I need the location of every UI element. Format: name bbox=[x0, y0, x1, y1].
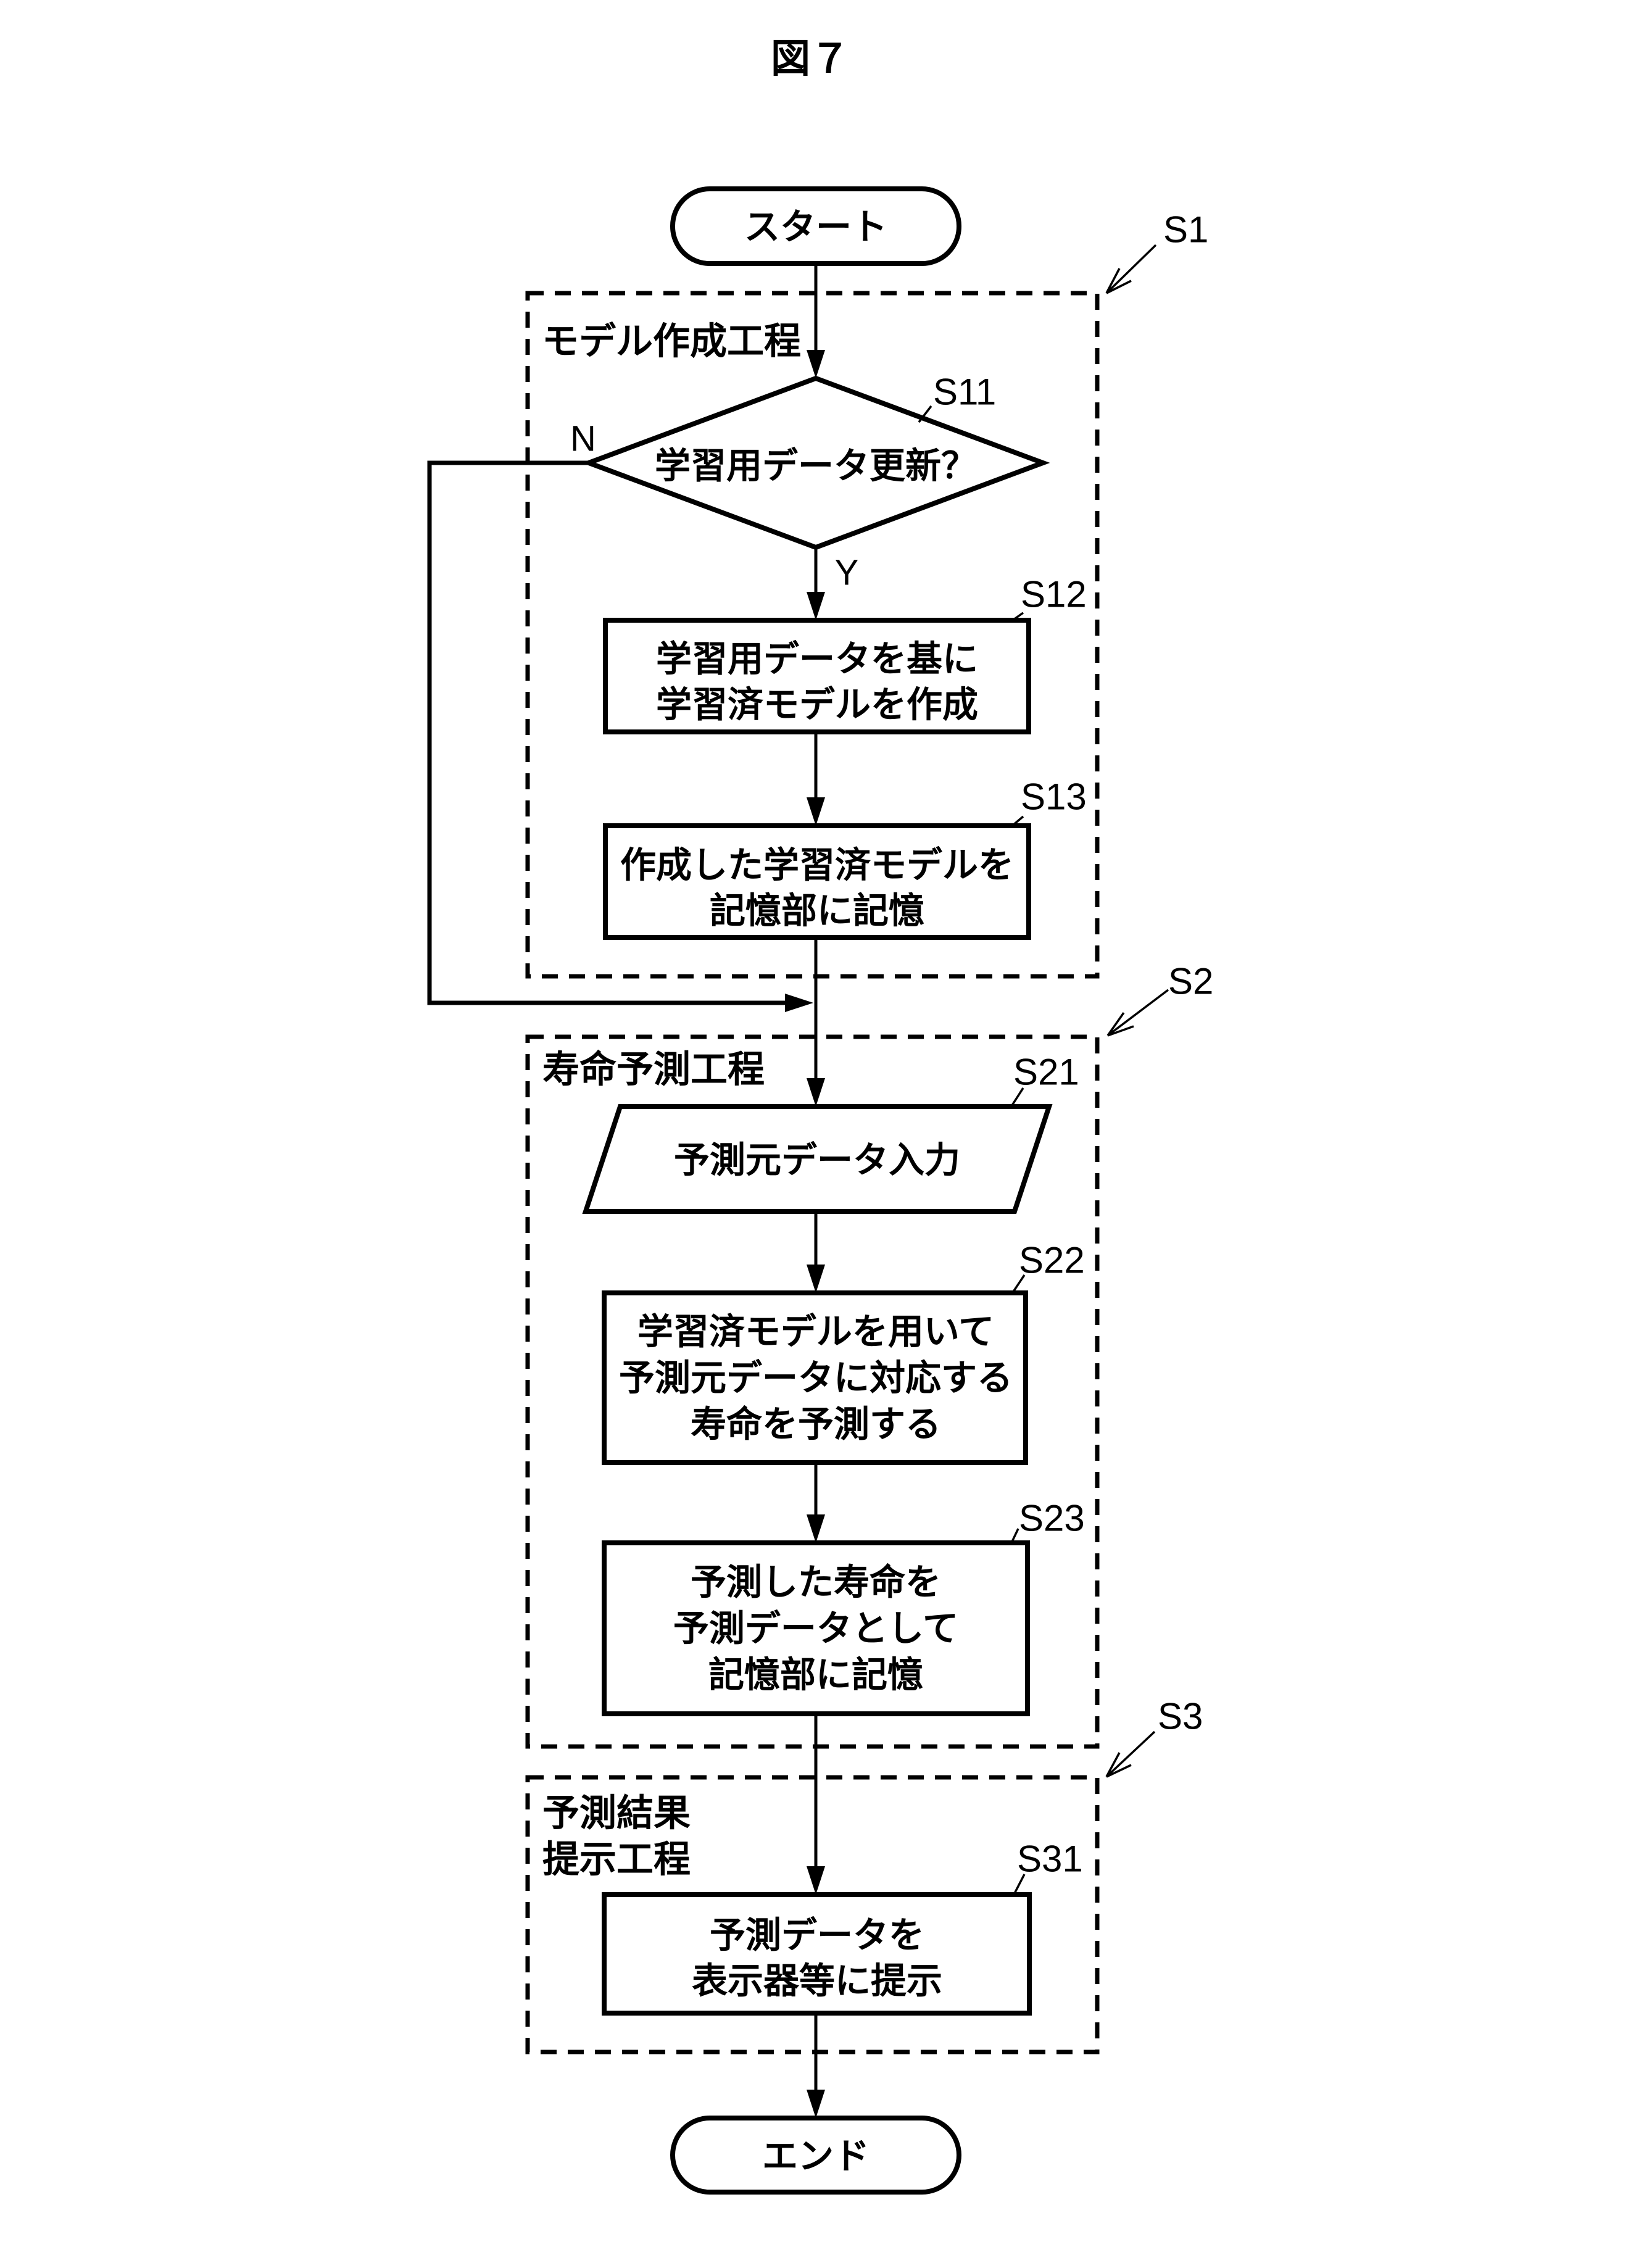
process-s13-line2: 記憶部に記憶 bbox=[710, 891, 924, 931]
s1-pointer-arrow bbox=[1105, 244, 1157, 294]
s2-pointer-arrow bbox=[1106, 989, 1169, 1037]
arrowhead-into-s22 bbox=[807, 1265, 825, 1293]
process-s12-line2: 学習済モデルを作成 bbox=[656, 685, 978, 725]
s23-leader-line bbox=[1011, 1528, 1019, 1542]
decision-s11-label: 学習用データ更新？ bbox=[655, 446, 977, 486]
step-ref-s31: S31 bbox=[1017, 1838, 1083, 1880]
process-s31-line1: 予測データを bbox=[710, 1916, 924, 1956]
section-s2-label: 寿命予測工程 bbox=[542, 1049, 765, 1090]
step-ref-s12: S12 bbox=[1021, 574, 1087, 615]
start-terminal bbox=[670, 186, 961, 266]
s11-leader-line bbox=[918, 405, 932, 423]
section-s3-label-line1: 予測結果 bbox=[542, 1793, 691, 1834]
end-label: エンド bbox=[762, 2137, 870, 2177]
section-s2-box bbox=[525, 1034, 1100, 1749]
arrowhead-into-s31 bbox=[807, 1866, 825, 1895]
s21-leader-line bbox=[1011, 1087, 1024, 1106]
start-label: スタート bbox=[744, 207, 887, 247]
section-s3-box bbox=[525, 1775, 1100, 2054]
step-ref-s2: S2 bbox=[1168, 961, 1213, 1002]
end-terminal bbox=[670, 2116, 961, 2195]
arrowhead-into-s23 bbox=[807, 1514, 825, 1543]
arrowhead-into-s12 bbox=[807, 592, 825, 620]
arrowhead-into-end bbox=[807, 2090, 825, 2118]
step-ref-s3: S3 bbox=[1158, 1696, 1203, 1737]
process-s22-line2: 予測元データに対応する bbox=[619, 1358, 1013, 1398]
s12-leader-line bbox=[1010, 612, 1024, 623]
process-s23-line2: 予測データとして bbox=[673, 1609, 958, 1649]
arrowhead-into-s21 bbox=[807, 1078, 825, 1107]
section-s1-box bbox=[525, 291, 1100, 979]
figure-title: 図７ bbox=[771, 36, 850, 81]
s31-leader-line bbox=[1013, 1874, 1026, 1894]
s13-leader-line bbox=[1010, 815, 1024, 828]
process-s31 bbox=[602, 1892, 1032, 2016]
s22-leader-line bbox=[1012, 1274, 1026, 1292]
branch-label-y: Y bbox=[835, 553, 859, 593]
decision-s11 bbox=[581, 375, 1050, 550]
n-return-path bbox=[427, 460, 786, 1005]
process-s22-line3: 寿命を予測する bbox=[691, 1405, 941, 1445]
process-s23-line1: 予測した寿命を bbox=[691, 1563, 941, 1603]
arrowhead-into-s13 bbox=[807, 797, 825, 826]
process-s22 bbox=[602, 1290, 1028, 1465]
io-s21 bbox=[582, 1104, 1053, 1214]
section-s3-label-line2: 提示工程 bbox=[542, 1839, 691, 1880]
process-s23 bbox=[602, 1540, 1030, 1716]
process-s23-line3: 記憶部に記憶 bbox=[708, 1655, 923, 1695]
branch-label-n: N bbox=[570, 419, 596, 459]
s3-pointer-arrow bbox=[1105, 1730, 1156, 1778]
process-s22-line1: 学習済モデルを用いて bbox=[637, 1312, 994, 1352]
merge-arrowhead bbox=[785, 994, 813, 1012]
io-s21-label: 予測元データ入力 bbox=[674, 1140, 960, 1181]
process-s12-line1: 学習用データを基に bbox=[656, 639, 978, 679]
step-ref-s23: S23 bbox=[1019, 1498, 1085, 1539]
process-s13-line1: 作成した学習済モデルを bbox=[620, 845, 1014, 886]
process-s13 bbox=[603, 823, 1031, 940]
step-ref-s21: S21 bbox=[1013, 1052, 1079, 1093]
process-s31-line2: 表示器等に提示 bbox=[692, 1961, 942, 2001]
step-ref-s22: S22 bbox=[1019, 1240, 1085, 1281]
arrowhead-into-s11 bbox=[807, 350, 825, 378]
process-s12 bbox=[603, 618, 1031, 734]
step-ref-s11: S11 bbox=[933, 372, 996, 413]
step-ref-s13: S13 bbox=[1021, 776, 1087, 818]
section-s1-label: モデル作成工程 bbox=[542, 321, 801, 362]
step-ref-s1: S1 bbox=[1163, 209, 1208, 251]
